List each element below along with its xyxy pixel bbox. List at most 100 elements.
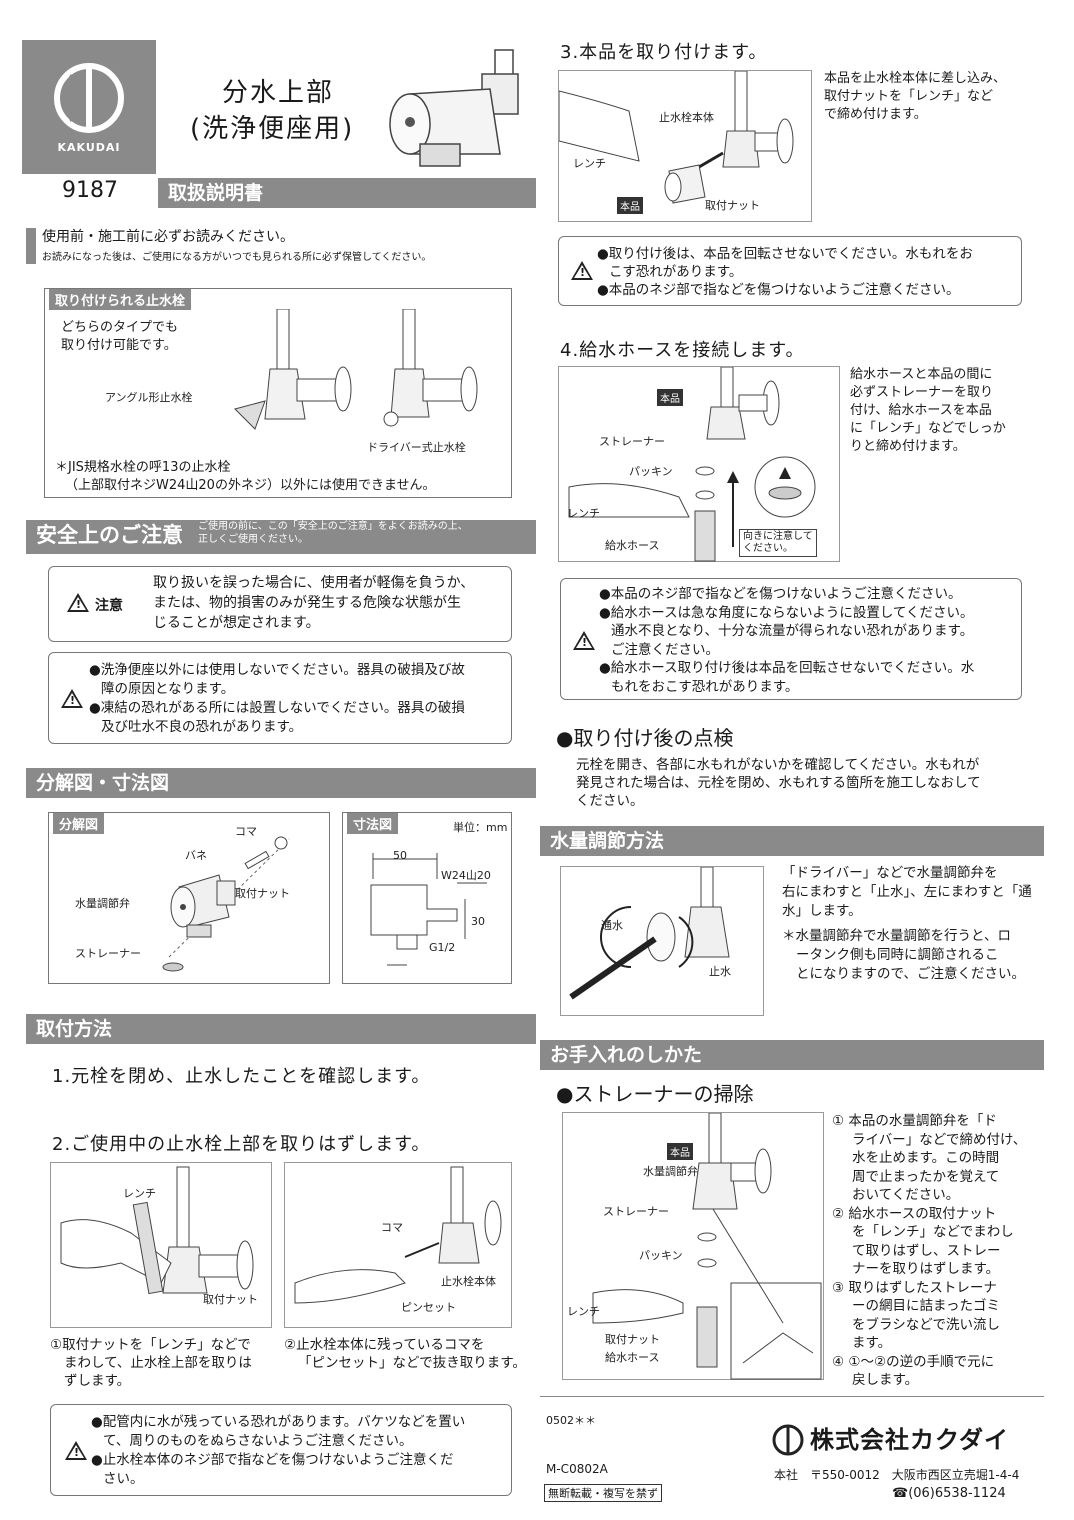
- safety-title-bar: 安全上のご注意 ご使用の前に、この「安全上のご注意」をよくお読みの上、 正しくご…: [26, 520, 536, 554]
- step3-t3: で締め付けます。: [824, 107, 927, 122]
- install-warnings-box: ! ●配管内に水が残っている恐れがあります。バケツなどを置い て、周りのものをぬ…: [50, 1404, 512, 1496]
- care-s2b: を「レンチ」などでまわし: [852, 1224, 1014, 1240]
- remove-koma-illustration: コマ 止水栓本体 ピンセット: [284, 1162, 512, 1328]
- care-packing-label: パッキン: [639, 1249, 683, 1262]
- flow-illustration: 通水 止水: [560, 866, 764, 1016]
- step3-warnings-box: ! ●取り付け後は、本品を回転させないでください。水もれをお こす恐れがあります…: [558, 236, 1022, 306]
- care-product-badge: 本品: [667, 1143, 693, 1160]
- remove-caption1: ①取付ナットを「レンチ」などで まわして、止水栓上部を取りは ずします。: [50, 1336, 252, 1390]
- step4-t2: 必ずストレーナーを取り: [850, 385, 994, 400]
- care-s1e: おいてください。: [852, 1187, 960, 1203]
- exploded-valve-label: 水量調節弁: [75, 897, 130, 910]
- check-title: ●取り付け後の点検: [556, 726, 734, 750]
- flow-t1: 「ドライバー」などで水量調節弁を: [782, 865, 998, 881]
- step4-text: 給水ホースと本品の間に 必ずストレーナーを取り 付け、給水ホースを本品 に「レン…: [850, 366, 1006, 456]
- safety-w3: ●凍結の恐れがある所には設置しないでください。器具の破損: [89, 700, 465, 716]
- step3-title: 3.本品を取り付けます。: [560, 42, 768, 63]
- step3-product-badge: 本品: [617, 197, 643, 214]
- doc-code2: M-C0802A: [546, 1462, 608, 1476]
- remove-caption1b: まわして、止水栓上部を取りは: [64, 1355, 252, 1371]
- no-copy-notice: 無断転載・複写を禁ず: [544, 1484, 662, 1502]
- footer-divider: [540, 1396, 1044, 1397]
- step4-wrench-label: レンチ: [567, 507, 600, 520]
- warning-icon: !: [61, 689, 83, 708]
- care-nut-label: 取付ナット: [605, 1333, 660, 1346]
- step4-warnings-box: ! ●本品のネジ部で指などを傷つけないようご注意ください。 ●給水ホースは急な角…: [560, 578, 1022, 700]
- caution-text2: または、物的損害のみが発生する危険な状態が生: [153, 595, 461, 611]
- warning-icon: !: [67, 593, 89, 612]
- care-s3a: ③ 取りはずしたストレーナ: [832, 1279, 997, 1296]
- care-s3d: ます。: [852, 1335, 892, 1351]
- install-w3: ●止水栓本体のネジ部で指などを傷つけないようご注意くだ: [91, 1452, 454, 1468]
- flow-title-bar: 水量調節方法: [540, 826, 1044, 856]
- intro-line2: お読みになった後は、ご使用になる方がいつでも見られる所に必ず保管してください。: [42, 252, 432, 263]
- step3-t1: 本品を止水栓本体に差し込み、: [824, 71, 1007, 86]
- care-valve-label: 水量調節弁: [643, 1165, 698, 1178]
- remove-koma-label: コマ: [381, 1221, 403, 1234]
- check-t1: 元栓を開き、各部に水もれがないかを確認してください。水もれが: [576, 757, 980, 773]
- safety-w2: 障の原因となります。: [101, 681, 235, 697]
- install-step2: 2.ご使用中の止水栓上部を取りはずします。: [52, 1134, 431, 1155]
- remove-tweezers-label: ピンセット: [401, 1301, 456, 1314]
- remove-caption2b: 「ピンセット」などで抜き取ります。: [298, 1355, 526, 1371]
- step3-w1: ●取り付け後は、本品を回転させないでください。水もれをお: [597, 246, 973, 262]
- step4-direction-note: 向きに注意して ください。: [739, 529, 817, 557]
- step3-warnings: ●取り付け後は、本品を回転させないでください。水もれをお こす恐れがあります。 …: [597, 245, 973, 299]
- step4-t5: りと締め付けます。: [850, 439, 966, 454]
- warning-icon: !: [65, 1441, 87, 1460]
- warning-icon: !: [573, 631, 595, 650]
- exploded-strainer-label: ストレーナー: [75, 947, 141, 960]
- safety-warnings-box: ! ●洗浄便座以外には使用しないでください。器具の破損及び故 障の原因となります…: [48, 652, 512, 744]
- check-t3: ください。: [576, 793, 644, 809]
- safety-note1: ご使用の前に、この「安全上のご注意」をよくお読みの上、: [198, 521, 468, 532]
- company-tel: ☎(06)6538-1124: [892, 1486, 1006, 1501]
- care-title-bar: お手入れのしかた: [540, 1040, 1044, 1070]
- driver-valve-label: ドライバー式止水栓: [367, 441, 466, 454]
- exploded-koma-label: コマ: [235, 825, 257, 838]
- flow-text: 「ドライバー」などで水量調節弁を 右にまわすと「止水」、左にまわすと「通 水」し…: [782, 864, 1032, 984]
- product-title-line2: (洗浄便座用): [190, 114, 355, 144]
- check-text: 元栓を開き、各部に水もれがないかを確認してください。水もれが 発見された場合は、…: [576, 756, 981, 810]
- care-steps: ① 本品の水量調節弁を「ド ライバー」などで締め付け、 水を止めます。この時間 …: [832, 1112, 1026, 1390]
- step4-title: 4.給水ホースを接続します。: [560, 340, 805, 361]
- step4-product-badge: 本品: [657, 389, 683, 406]
- care-s2c: て取りはずし、ストレー: [852, 1242, 1001, 1259]
- product-illustration: [389, 49, 519, 167]
- install-w4: さい。: [103, 1471, 144, 1487]
- safety-title: 安全上のご注意: [36, 523, 183, 547]
- step4-w2: ●給水ホースは急な角度にならないように設置してください。: [599, 604, 974, 621]
- step4-dir2: ください。: [743, 543, 793, 554]
- unit-label: 単位：mm: [453, 821, 508, 834]
- compatible-text1: どちらのタイプでも: [61, 320, 179, 335]
- caution-text: 取り扱いを誤った場合に、使用者が軽傷を負うか、 または、物的損害のみが発生する危…: [153, 573, 474, 633]
- manual-title-bar: 取扱説明書: [158, 178, 536, 208]
- model-number: 9187: [62, 178, 118, 203]
- company-address: 本社 〒550-0012 大阪市西区立売堀1-4-4: [774, 1468, 1020, 1482]
- safety-warnings: ●洗浄便座以外には使用しないでください。器具の破損及び故 障の原因となります。 …: [89, 661, 465, 737]
- install-w2: て、周りのものをぬらさないようご注意ください。: [103, 1433, 413, 1449]
- product-title-line1: 分水上部: [222, 78, 335, 108]
- safety-w4: 及び吐水不良の恐れがあります。: [101, 719, 303, 735]
- dimension-view-box: 寸法図 単位：mm 50 W24山20 30 G1/2: [342, 812, 512, 984]
- dimension-illustration: [370, 853, 487, 966]
- step4-t1: 給水ホースと本品の間に: [850, 367, 993, 382]
- caution-definition-box: ! 注意 取り扱いを誤った場合に、使用者が軽傷を負うか、 または、物的損害のみが…: [48, 566, 512, 642]
- care-s1b: ライバー」などで締め付け、: [852, 1131, 1027, 1148]
- flow-n2: ータンク側も同時に調節されるこ: [796, 947, 999, 963]
- exploded-title-bar: 分解図・寸法図: [26, 768, 536, 798]
- step4-illustration: 本品 ストレーナー パッキン レンチ 給水ホース 向きに注意して ください。: [558, 366, 840, 562]
- step4-w4: ご注意ください。: [611, 641, 719, 658]
- safety-note2: 正しくご使用ください。: [198, 534, 308, 545]
- step3-wrench-label: レンチ: [573, 157, 606, 170]
- care-s3b: ーの網目に詰まったゴミ: [852, 1298, 1000, 1314]
- remove-wrench-label: レンチ: [123, 1187, 156, 1200]
- step4-w5: ●給水ホース取り付け後は本品を回転させないでください。水: [599, 660, 975, 676]
- remove-caption2: ②止水栓本体に残っているコマを 「ピンセット」などで抜き取ります。: [284, 1336, 526, 1372]
- compatible-note1: ＊JIS規格水栓の呼13の止水栓: [55, 460, 231, 475]
- step3-t2: 取付ナットを「レンチ」など: [824, 89, 994, 104]
- doc-code1: 0502＊＊: [546, 1414, 596, 1427]
- care-wrench-label: レンチ: [567, 1305, 600, 1318]
- dimension-tab: 寸法図: [347, 813, 399, 834]
- exploded-bane-label: バネ: [185, 849, 207, 862]
- care-s1a: ① 本品の水量調節弁を「ド: [832, 1113, 997, 1129]
